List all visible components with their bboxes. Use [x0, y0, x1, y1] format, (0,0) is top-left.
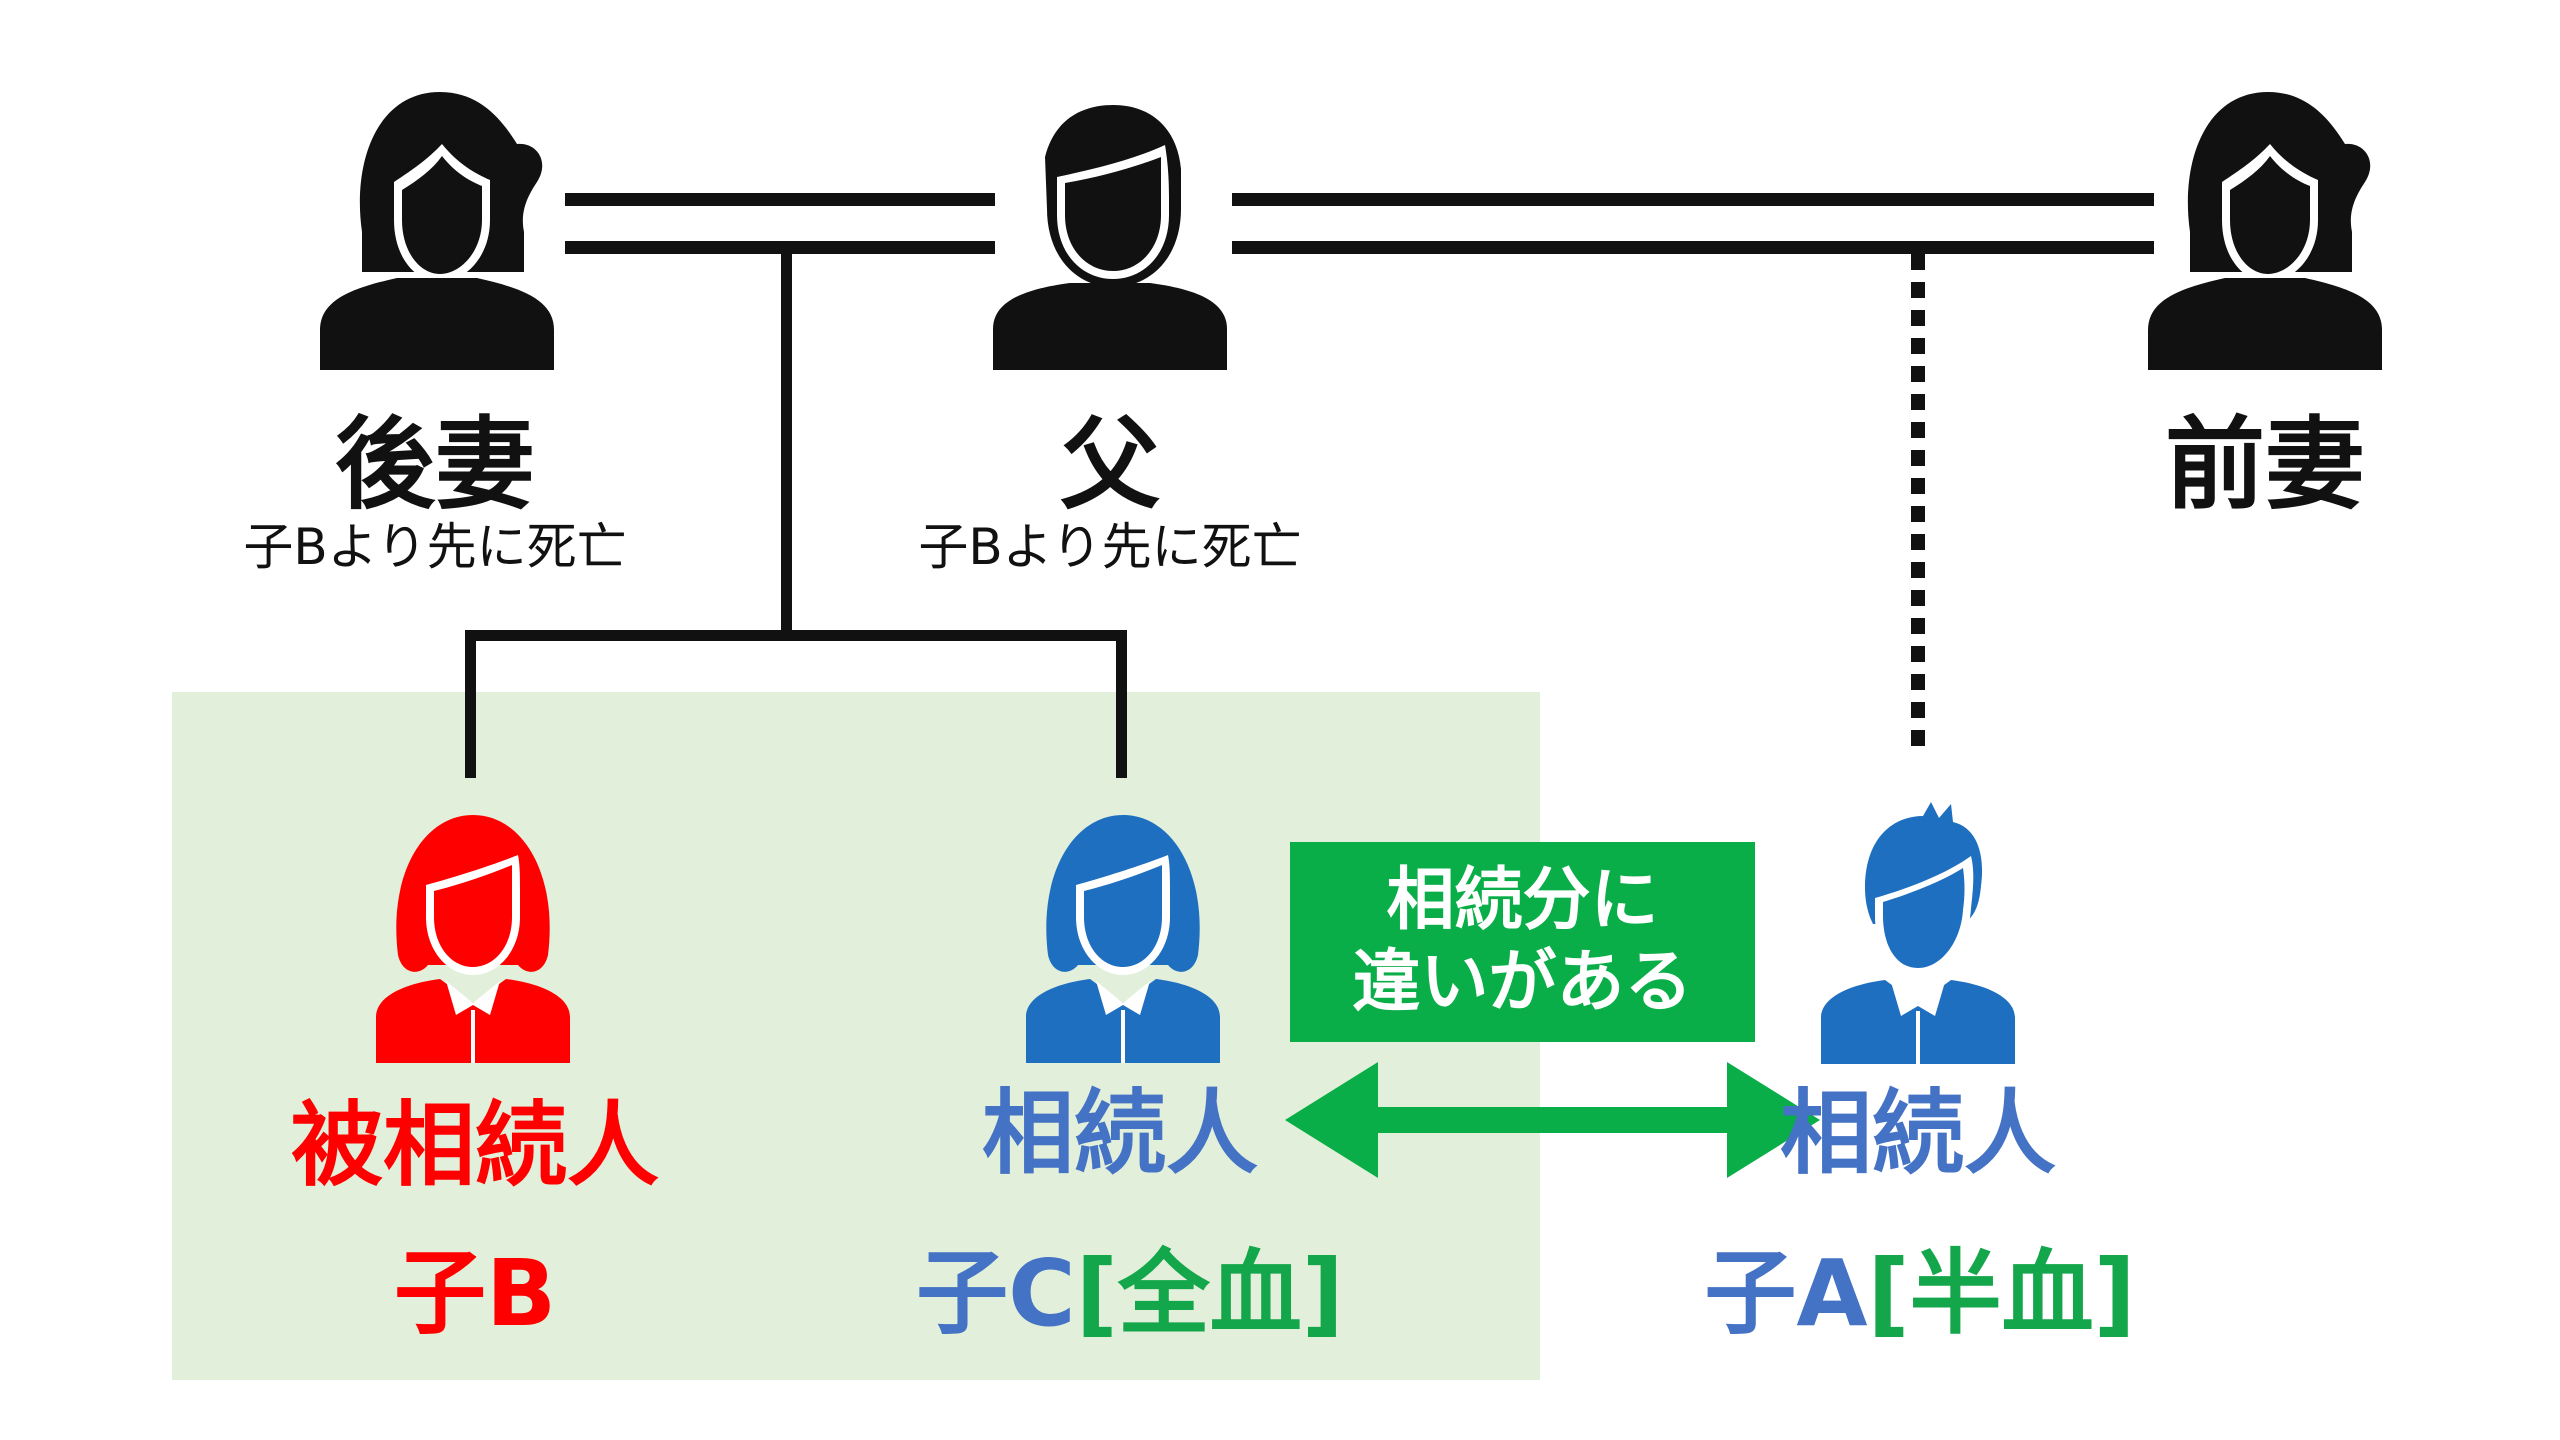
woman-icon — [320, 92, 554, 370]
man-icon — [993, 105, 1227, 370]
girl-icon — [376, 815, 570, 1063]
marriage-line-first-wife — [1232, 193, 2154, 254]
child-c-label: 子C[全血] — [860, 1248, 1400, 1340]
father-note: 子Bより先に死亡 — [918, 518, 1302, 576]
comparison-arrow — [1285, 1062, 1820, 1178]
child-b-name: 子B — [393, 1240, 557, 1347]
child-a-label: 子A[半血] — [1650, 1248, 2190, 1340]
share-difference-line1: 相続分に — [1386, 861, 1659, 941]
child-a-name: 子A — [1704, 1240, 1868, 1347]
child-c-name: 子C — [916, 1240, 1076, 1347]
girl-icon — [1026, 815, 1220, 1063]
descent-line-full-blood — [465, 250, 1127, 778]
share-difference-line2: 違いがある — [1352, 943, 1693, 1022]
heir-label-child-c: 相続人 — [981, 1080, 1258, 1187]
second-wife-name: 後妻 — [335, 406, 535, 523]
woman-icon — [2148, 92, 2382, 370]
boy-icon — [1821, 802, 2015, 1064]
marriage-line-second-wife — [565, 193, 995, 254]
child-c-blood: [全血] — [1075, 1240, 1344, 1347]
first-wife-name: 前妻 — [2165, 406, 2365, 523]
share-difference-box: 相続分に 違いがある — [1290, 842, 1755, 1042]
heir-label-child-a: 相続人 — [1779, 1080, 2056, 1187]
father-name: 父 — [1060, 406, 1160, 523]
second-wife-note: 子Bより先に死亡 — [243, 518, 627, 576]
child-a-blood: [半血] — [1867, 1240, 2136, 1347]
deceased-label: 被相続人 — [290, 1092, 659, 1199]
